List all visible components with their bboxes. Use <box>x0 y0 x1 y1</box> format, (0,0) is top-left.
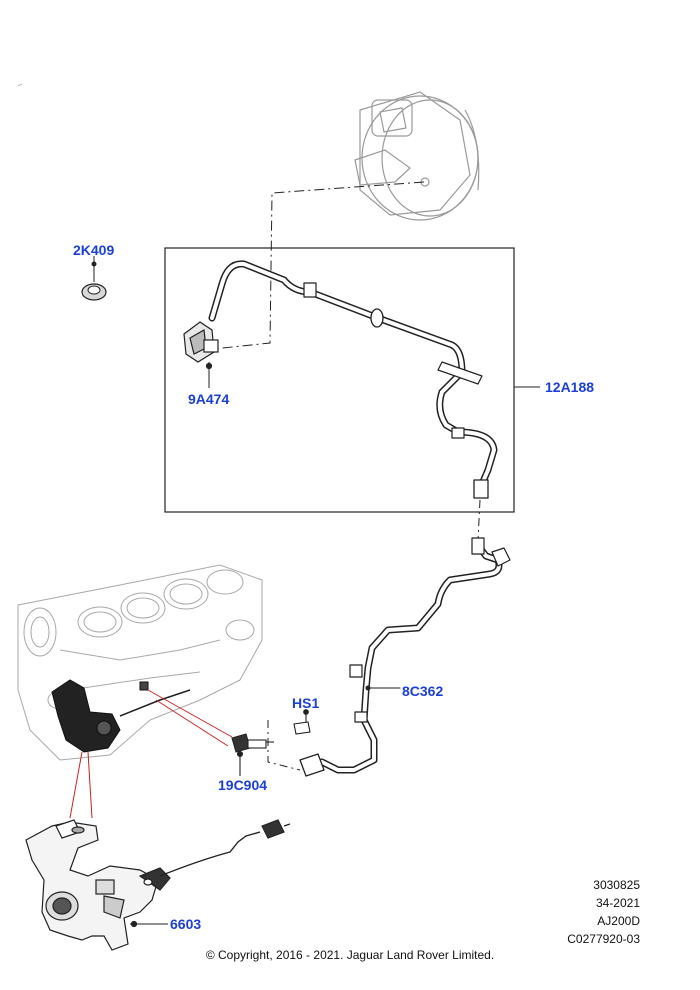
engine-block-illustration <box>17 564 263 761</box>
callout-9a474: 9A474 <box>188 391 230 407</box>
connection-dashline-mid <box>477 499 481 541</box>
corner-mark <box>17 83 23 87</box>
reference-engine: AJ200D <box>597 914 640 928</box>
callout-6603: 6603 <box>170 916 202 932</box>
callout-2k409: 2K409 <box>73 242 115 258</box>
brake-booster-illustration <box>354 91 480 221</box>
mounted-oil-pump <box>51 679 191 753</box>
callout-8c362: 8C362 <box>402 683 444 699</box>
connection-dashline-top <box>212 181 425 350</box>
reference-illustration-id: C0277920-03 <box>567 932 640 946</box>
connection-dashline-low <box>267 720 301 771</box>
vacuum-hose <box>208 260 498 499</box>
reference-number: 3030825 <box>593 878 640 892</box>
callout-hs1: HS1 <box>292 695 320 711</box>
copyright-notice: © Copyright, 2016 - 2021. Jaguar Land Ro… <box>205 948 495 962</box>
oil-pump-hose <box>299 537 511 777</box>
connector-part <box>183 321 219 388</box>
assembly-frame <box>164 247 515 513</box>
callout-19c904: 19C904 <box>218 777 268 793</box>
reference-section: 34-2021 <box>595 896 640 910</box>
pressure-switch-part <box>231 733 274 776</box>
red-leader-lines <box>69 689 233 819</box>
grommet-part <box>81 256 107 301</box>
oil-pump-part <box>25 819 291 951</box>
callout-12a188: 12A188 <box>545 379 595 395</box>
bolt-part <box>293 709 311 735</box>
